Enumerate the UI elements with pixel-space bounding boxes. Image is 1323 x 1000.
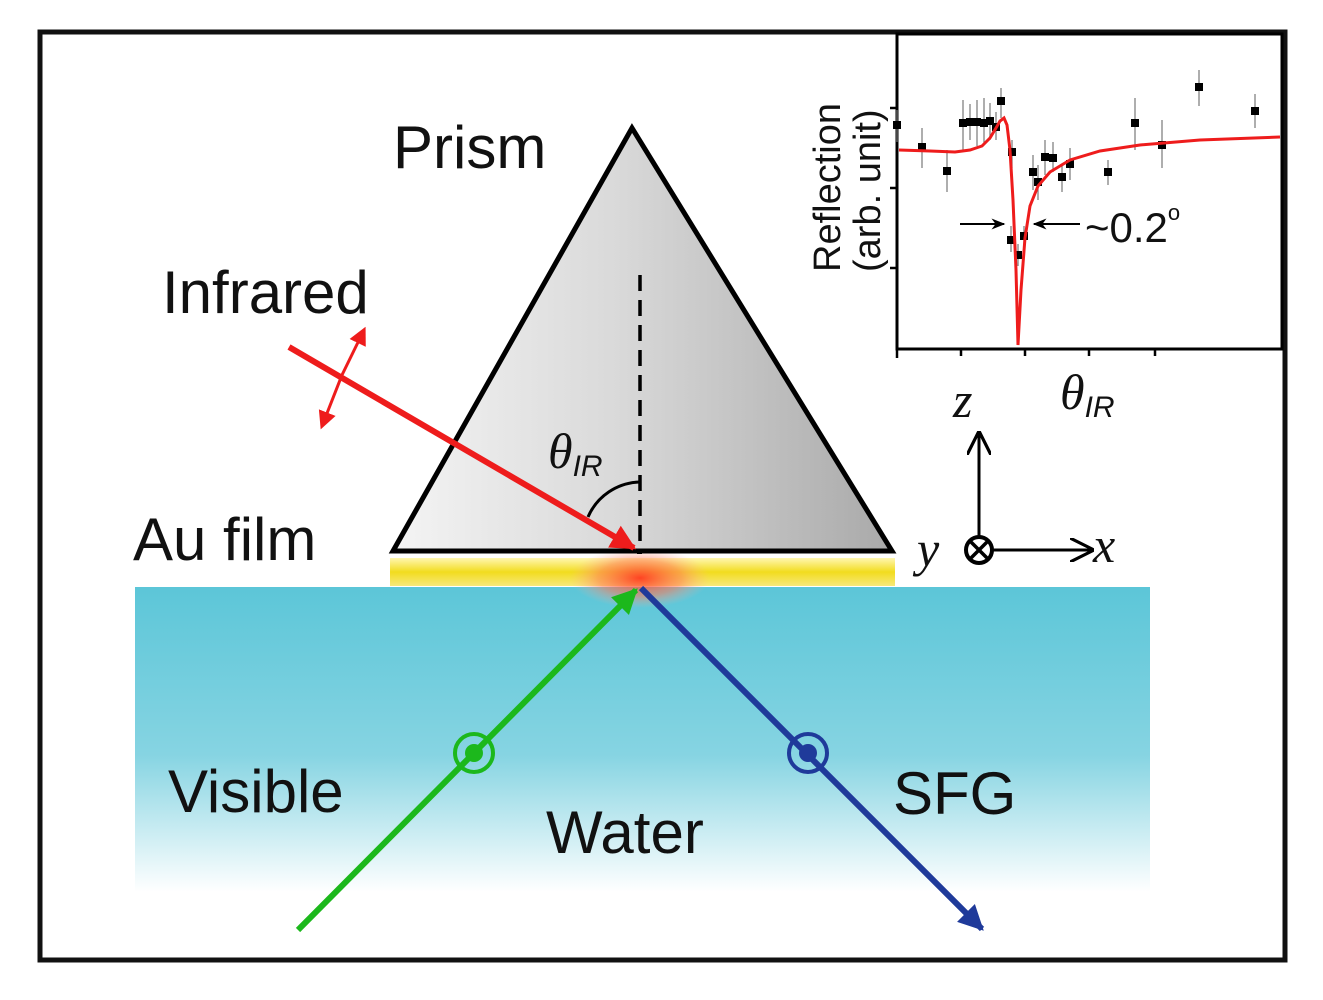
visible-beam (295, 587, 639, 933)
data-point (1131, 119, 1139, 127)
infrared-beam (287, 344, 637, 551)
plasmon-hot-spot (570, 548, 710, 608)
visible-polarization-dot (465, 744, 483, 762)
data-point (1034, 178, 1042, 186)
visible-label: Visible (168, 758, 344, 825)
data-point (1058, 173, 1066, 181)
inset-fit-curve (898, 115, 1281, 346)
water-label: Water (546, 799, 704, 866)
inset-xlabel-symbol: θ (1060, 364, 1085, 420)
infrared-polarization-arrow-down (318, 374, 344, 430)
data-point (1008, 148, 1016, 156)
data-point (893, 121, 901, 129)
theta-ir-label: θIR (548, 423, 603, 483)
data-point (1251, 107, 1259, 115)
data-point (1049, 154, 1057, 162)
data-point (986, 117, 994, 125)
water-region (135, 587, 1150, 892)
data-point (980, 119, 988, 127)
sfg-label: SFG (893, 760, 1016, 827)
theta-symbol: θ (548, 423, 573, 479)
angle-arc (586, 480, 641, 518)
width-unit: o (1168, 200, 1180, 225)
prism-label: Prism (393, 114, 546, 181)
inset-ylabel-line2: (arb. unit) (847, 109, 889, 272)
inset-frame (895, 32, 1284, 351)
infrared-label: Infrared (162, 259, 369, 326)
data-point (997, 97, 1005, 105)
data-point (1158, 141, 1166, 149)
inset-xlabel: θIR (1060, 364, 1115, 424)
data-point (1041, 153, 1049, 161)
au-film-label: Au film (133, 506, 316, 573)
theta-subscript: IR (573, 450, 603, 483)
data-point (1104, 168, 1112, 176)
data-point (1066, 160, 1074, 168)
data-point (973, 118, 981, 126)
infrared-polarization-arrow-up (340, 326, 366, 376)
y-axis-label: y (912, 521, 940, 577)
sfg-polarization-ring (787, 732, 829, 774)
inset-plot: ~0.2o Reflection (arb. unit) θIR (807, 32, 1284, 424)
data-point (966, 118, 974, 126)
width-value: ~0.2 (1085, 204, 1168, 251)
prism-shape (388, 123, 897, 554)
sfg-polarization-dot (799, 744, 817, 762)
data-point (943, 167, 951, 175)
data-point (959, 119, 967, 127)
data-point (918, 143, 926, 151)
inset-ylabel-line1: Reflection (807, 103, 849, 272)
data-point (1014, 251, 1022, 259)
inset-xlabel-sub: IR (1085, 391, 1115, 424)
x-axis-label: x (1092, 517, 1115, 573)
data-point (1007, 236, 1015, 244)
data-point (1029, 168, 1037, 176)
width-annotation: ~0.2o (1085, 200, 1180, 251)
z-axis-label: z (952, 372, 972, 428)
coordinate-axes: z x y (912, 372, 1115, 577)
y-axis-cross-b (969, 540, 989, 560)
visible-polarization-ring (453, 732, 495, 774)
data-point (1195, 83, 1203, 91)
